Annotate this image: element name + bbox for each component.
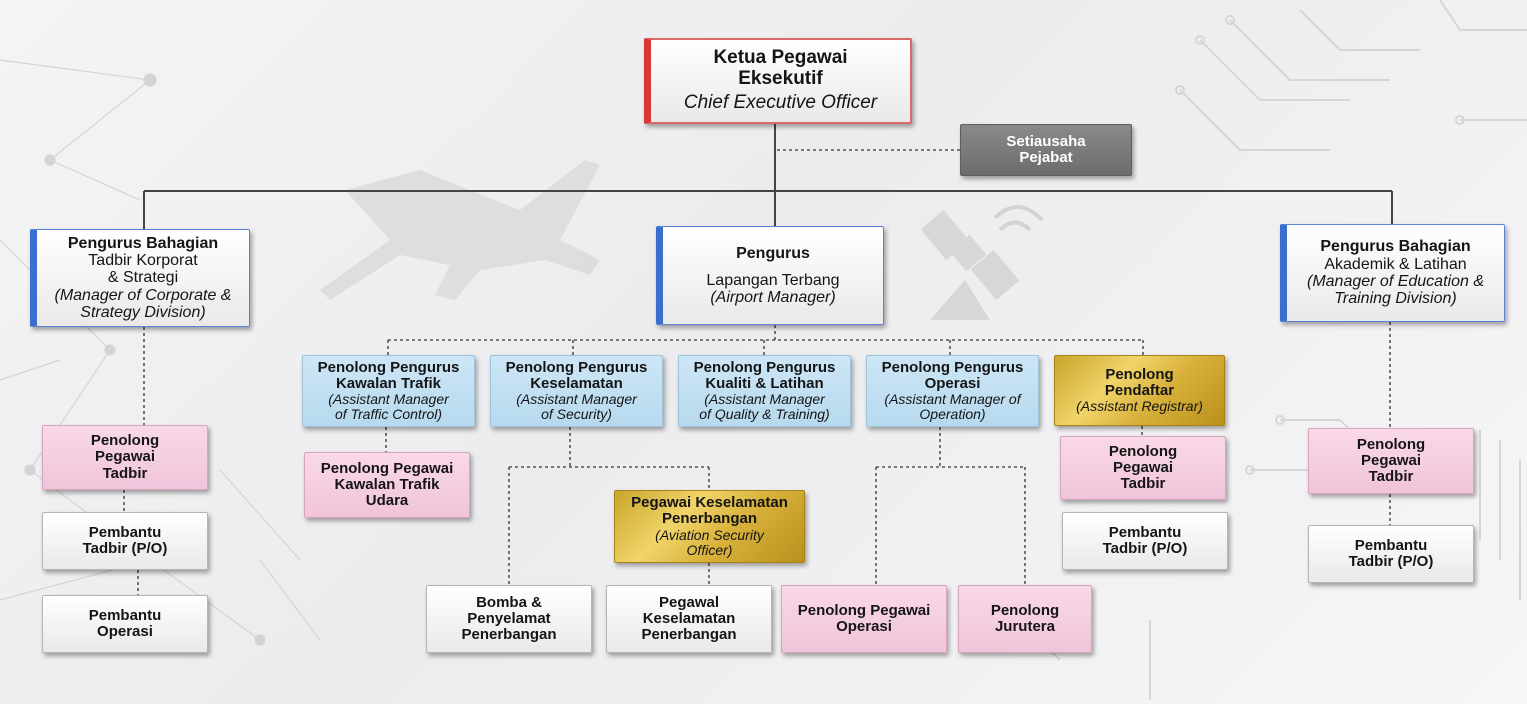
manager-academic-subtitle: Akademik & Latihan	[1324, 255, 1467, 273]
reg-admin-officer-box[interactable]: Penolong Pegawai Tadbir	[1060, 436, 1226, 500]
am-traffic-english: (Assistant Manager of Traffic Control)	[328, 391, 449, 423]
am-traffic-box[interactable]: Penolong Pengurus Kawalan Trafik (Assist…	[302, 355, 475, 427]
ceo-title: Ketua Pegawai Eksekutif	[713, 47, 848, 89]
reg-admin-assistant-box[interactable]: Pembantu Tadbir (P/O)	[1062, 512, 1228, 570]
left-ops-assistant-title: Pembantu Operasi	[88, 606, 162, 640]
ceo-english: Chief Executive Officer	[683, 92, 878, 114]
right-admin-officer-title: Penolong Pegawai Tadbir	[1356, 435, 1426, 486]
manager-corporate-box[interactable]: Pengurus Bahagian Tadbir Korporat & Stra…	[30, 229, 250, 327]
left-ops-assistant-box[interactable]: Pembantu Operasi	[42, 595, 208, 653]
manager-academic-box[interactable]: Pengurus Bahagian Akademik & Latihan (Ma…	[1280, 224, 1505, 322]
asst-engineer-title: Penolong Jurutera	[990, 601, 1060, 635]
manager-corporate-title: Pengurus Bahagian	[67, 234, 219, 252]
manager-airport-box[interactable]: Pengurus Lapangan Terbang (Airport Manag…	[656, 226, 884, 325]
atc-officer-box[interactable]: Penolong Pegawai Kawalan Trafik Udara	[304, 452, 470, 518]
am-operation-title: Penolong Pengurus Operasi	[881, 358, 1024, 392]
manager-airport-title: Pengurus	[736, 244, 810, 262]
ops-asst-officer-title: Penolong Pegawai Operasi	[797, 601, 931, 635]
reg-admin-assistant-title: Pembantu Tadbir (P/O)	[1102, 523, 1188, 557]
am-security-title: Penolong Pengurus Keselamatan	[505, 358, 648, 392]
asst-registrar-english: (Assistant Registrar)	[1076, 398, 1203, 415]
am-security-box[interactable]: Penolong Pengurus Keselamatan (Assistant…	[490, 355, 663, 427]
am-quality-title: Penolong Pengurus Kualiti & Latihan	[693, 358, 836, 392]
satellite-dish-icon	[930, 205, 1044, 320]
left-admin-officer-box[interactable]: Penolong Pegawai Tadbir	[42, 425, 208, 490]
ceo-box[interactable]: Ketua Pegawai Eksekutif Chief Executive …	[644, 38, 912, 124]
manager-academic-english: (Manager of Education & Training Divisio…	[1307, 273, 1484, 308]
asst-engineer-box[interactable]: Penolong Jurutera	[958, 585, 1092, 653]
manager-academic-title: Pengurus Bahagian	[1320, 238, 1471, 256]
manager-airport-english: (Airport Manager)	[710, 289, 836, 307]
left-admin-assistant-box[interactable]: Pembantu Tadbir (P/O)	[42, 512, 208, 570]
airplane-silhouette-icon	[320, 160, 600, 300]
ops-asst-officer-box[interactable]: Penolong Pegawai Operasi	[781, 585, 947, 653]
atc-officer-title: Penolong Pegawai Kawalan Trafik Udara	[320, 459, 454, 510]
avsec-officer-box[interactable]: Pegawai Keselamatan Penerbangan (Aviatio…	[614, 490, 805, 563]
avsec-guard-title: Pegawal Keselamatan Penerbangan	[641, 593, 737, 644]
manager-corporate-subtitle: Tadbir Korporat & Strategi	[88, 252, 198, 287]
avsec-officer-english: (Aviation Security Officer)	[655, 526, 764, 558]
right-admin-assistant-box[interactable]: Pembantu Tadbir (P/O)	[1308, 525, 1474, 583]
am-quality-english: (Assistant Manager of Quality & Training…	[699, 391, 830, 423]
am-security-english: (Assistant Manager of Security)	[516, 391, 637, 423]
satellite-icon	[920, 210, 1020, 300]
am-operation-english: (Assistant Manager of Operation)	[884, 391, 1021, 423]
avsec-guard-box[interactable]: Pegawal Keselamatan Penerbangan	[606, 585, 772, 653]
reg-admin-officer-title: Penolong Pegawai Tadbir	[1108, 442, 1178, 493]
asst-registrar-title: Penolong Pendaftar	[1104, 365, 1175, 399]
right-admin-officer-box[interactable]: Penolong Pegawai Tadbir	[1308, 428, 1474, 494]
asst-registrar-box[interactable]: Penolong Pendaftar (Assistant Registrar)	[1054, 355, 1225, 426]
am-traffic-title: Penolong Pengurus Kawalan Trafik	[317, 358, 460, 392]
am-operation-box[interactable]: Penolong Pengurus Operasi (Assistant Man…	[866, 355, 1039, 427]
fire-rescue-title: Bomba & Penyelamat Penerbangan	[461, 593, 557, 644]
manager-airport-subtitle: Lapangan Terbang	[706, 271, 840, 289]
secretary-box[interactable]: Setiausaha Pejabat	[960, 124, 1132, 176]
left-admin-assistant-title: Pembantu Tadbir (P/O)	[82, 523, 168, 557]
fire-rescue-box[interactable]: Bomba & Penyelamat Penerbangan	[426, 585, 592, 653]
am-quality-box[interactable]: Penolong Pengurus Kualiti & Latihan (Ass…	[678, 355, 851, 427]
avsec-officer-title: Pegawai Keselamatan Penerbangan	[631, 494, 788, 528]
left-admin-officer-title: Penolong Pegawai Tadbir	[90, 432, 160, 482]
manager-corporate-english: (Manager of Corporate & Strategy Divisio…	[54, 286, 232, 321]
secretary-title: Setiausaha Pejabat	[1006, 132, 1086, 166]
right-admin-assistant-title: Pembantu Tadbir (P/O)	[1348, 536, 1434, 570]
